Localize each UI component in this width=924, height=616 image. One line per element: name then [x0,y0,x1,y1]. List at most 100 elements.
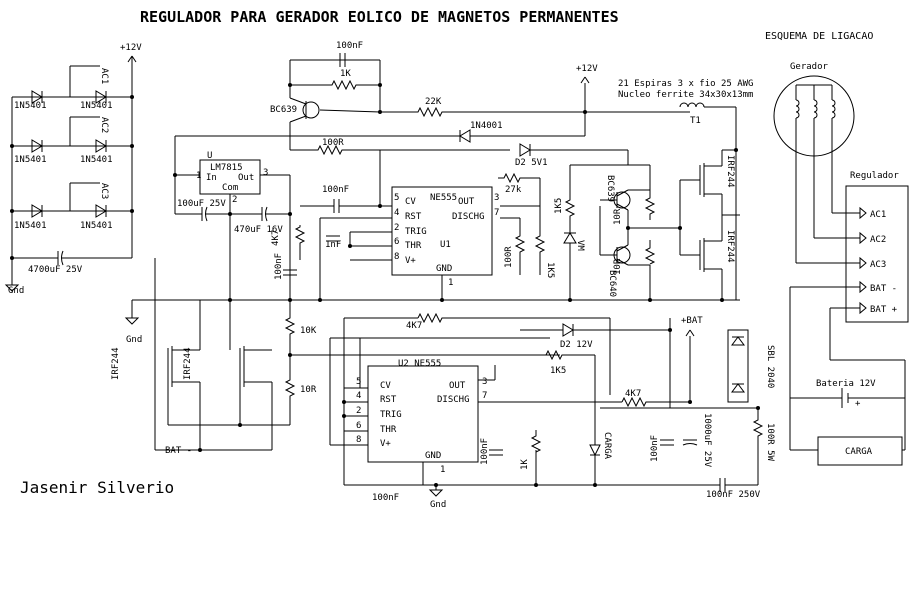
pin-vplus: V+ [380,439,391,449]
terminal-label: AC3 [870,260,886,270]
pin-num: 3 [482,377,487,387]
diode-label: SBL 2040 [765,345,775,388]
resistor-label: 10R [613,208,623,225]
pin-gnd: GND [436,264,452,274]
terminal-label: AC2 [870,235,886,245]
resistor-label: 10K [300,326,317,336]
led-label: CARGA [602,432,612,460]
cap-label: 100nF [336,41,363,51]
resistor-label: 100R [322,138,344,148]
pin-num: 7 [482,391,487,401]
pin-trig: TRIG [380,410,402,420]
pin-thr: THR [380,425,397,435]
generator-label: Gerador [790,62,829,72]
zener-label: D2 12V [560,340,593,350]
resistor-label: 1K5 [554,198,564,214]
bat-switch: 10K 10R IRF244 IRF244 BAT - [111,258,560,456]
author-name: Jasenir Silverio [20,478,174,497]
diode-label: 1N5401 [14,101,47,111]
rectifier-bridge: 1N5401 1N5401 AC1 1N5401 1N5401 AC2 1N54… [4,43,142,296]
zener-label: D2 5V1 [515,158,548,168]
cap-label: 100nF [650,435,660,462]
pin-num: 8 [394,252,399,262]
cap-label: 1000uF 25V [702,413,712,468]
pin-num: 4 [356,391,361,401]
resistor-label: 22K [425,97,442,107]
mosfet-label: IRF244 [725,230,735,263]
diode-label: 1N5401 [80,101,113,111]
cap-label: 100nF 250V [706,490,761,500]
pin-num: 8 [356,435,361,445]
mosfet-label: IRF244 [111,347,121,380]
diode-label: 1N5401 [14,155,47,165]
phase-label: AC3 [99,183,109,199]
regulator-label: Regulador [850,171,899,181]
ne555-u2: U2 NE555 CV RST TRIG THR V+ OUT DISCHG G… [329,312,775,510]
mosfet-label: IRF244 [183,347,193,380]
phase-label: AC2 [99,117,109,133]
cap-label: 100nF [372,493,399,503]
resistor-label: 100R [504,246,514,268]
wiring-diagram: Gerador Regulador AC1 AC2 AC3 BAT - BAT … [773,62,909,466]
phase-label: AC1 [99,68,109,84]
coil-core-label: Nucleo ferrite 34x30x13mm [618,90,753,100]
pin-disch: DISCHG [452,212,485,222]
vcc-label: +12V [120,43,142,53]
pin-num: 2 [394,223,399,233]
battery-plus: + [855,399,861,409]
pin-num: 5 [394,193,399,203]
coil-ref: T1 [690,116,701,126]
reg-out: Out [238,173,254,183]
pin-gnd: GND [425,451,441,461]
battery-label: Bateria 12V [816,379,876,389]
pin-cv: CV [380,381,391,391]
pin-out: OUT [458,197,475,207]
pin-rst: RST [405,212,422,222]
cap-label: 100uF 25V [177,199,226,209]
cap-label: 100nF [322,185,349,195]
transistor-label: BC639 [605,175,615,202]
pin-rst: RST [380,395,397,405]
pin-num: 2 [356,406,361,416]
ground-symbol [124,317,140,325]
reg-com: Com [222,183,238,193]
pin-num: 3 [494,193,499,203]
pin-out: OUT [449,381,466,391]
cap-label: 470uF 16V [234,225,283,235]
ic-name: U2 NE555 [398,359,441,369]
gnd-label: Gnd [126,335,142,345]
pin-cv: CV [405,197,416,207]
pin-num: 6 [394,237,399,247]
gate-driver: 1K5 VM BC639 BC640 10R 10R IRF244 [554,107,740,300]
coil-label: 21 Espiras 3 x fio 25 AWG [618,79,753,89]
pin-num: 7 [494,208,499,218]
resistor-label: 4K7 [271,230,281,246]
reg-ref: U [207,151,212,161]
cap-label: 100nF [480,438,490,465]
resistor-label: 4K7 [406,321,422,331]
gnd-label: Gnd [8,286,24,296]
pin-thr: THR [405,241,422,251]
resistor-label: 10R [300,385,317,395]
bat-neg-label: BAT - [165,446,192,456]
mosfet-label: IRF244 [725,155,735,188]
diagram-title: REGULADOR PARA GERADOR EOLICO DE MAGNETO… [140,8,619,26]
bat-pos-label: +BAT [681,316,703,326]
pin-vplus: V+ [405,256,416,266]
pin-label: 1 [196,171,201,181]
terminal-label: AC1 [870,210,886,220]
ic-ref: U1 [440,240,451,250]
resistor-label: 1K5 [550,366,566,376]
diode-label: 1N5401 [80,155,113,165]
resistor-label: 100R 5W [765,423,775,462]
vcc-label: +12V [576,64,598,74]
cap-label: 1nF [325,240,341,250]
reg-in: In [206,173,217,183]
resistor-label: 1K5 [545,262,555,278]
load-label: CARGA [845,447,873,457]
pin-num: 1 [448,278,453,288]
diode-label: 1N5401 [80,221,113,231]
lm7815-regulator: U LM7815 In Out Com 1 3 2 100uF 25V 470u… [174,136,291,300]
led-label: VM [575,240,585,251]
